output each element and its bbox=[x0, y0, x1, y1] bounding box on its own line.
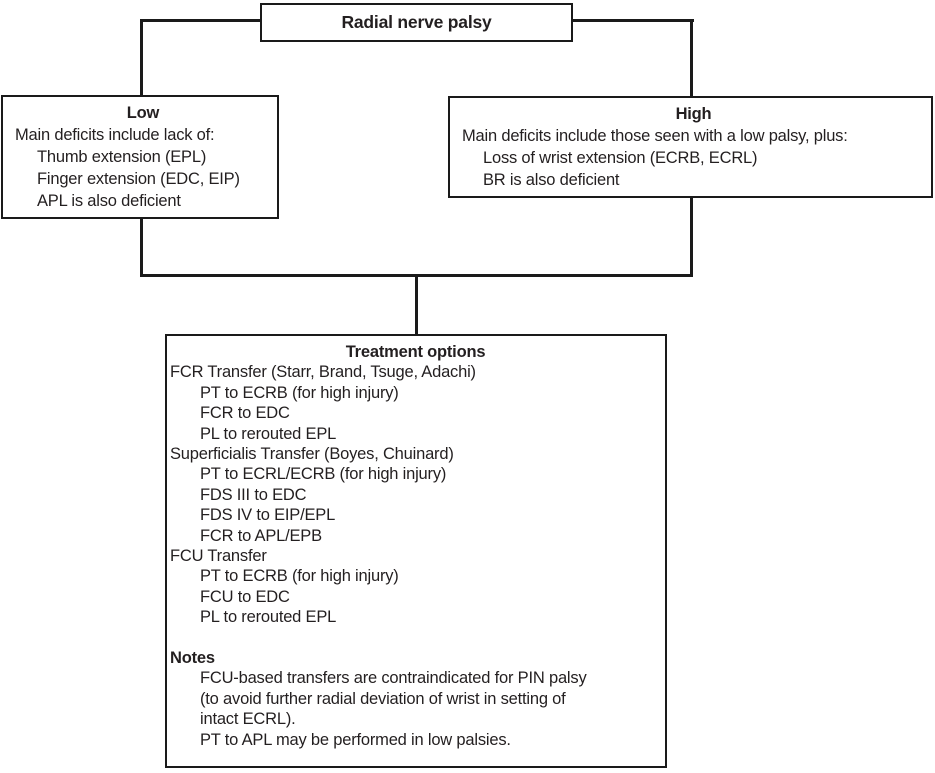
treatment-line: FCR Transfer (Starr, Brand, Tsuge, Adach… bbox=[170, 363, 476, 382]
high-text-line: Main deficits include those seen with a … bbox=[462, 127, 848, 145]
node-radial-nerve-palsy: Radial nerve palsy bbox=[260, 3, 573, 42]
treatment-line: FCR to EDC bbox=[200, 404, 290, 423]
low-text-line: APL is also deficient bbox=[37, 192, 181, 210]
connector-low-to-merge bbox=[140, 219, 143, 277]
connector-top-right-horizontal bbox=[571, 19, 694, 22]
treatment-line: FDS IV to EIP/EPL bbox=[200, 506, 336, 525]
root-title: Radial nerve palsy bbox=[341, 12, 492, 32]
high-text-line: BR is also deficient bbox=[483, 171, 620, 189]
notes-line: intact ECRL). bbox=[200, 710, 296, 729]
treatment-line: FDS III to EDC bbox=[200, 485, 307, 504]
treatment-line: PT to ECRB (for high injury) bbox=[200, 567, 399, 586]
notes-title: Notes bbox=[170, 649, 215, 668]
connector-root-to-low bbox=[140, 19, 143, 97]
high-title: High bbox=[675, 105, 712, 123]
low-text-line: Thumb extension (EPL) bbox=[37, 148, 207, 166]
connector-top-left-horizontal bbox=[140, 19, 262, 22]
node-low-palsy: Low Main deficits include lack of: Thumb… bbox=[1, 95, 279, 219]
treatment-title: Treatment options bbox=[345, 343, 486, 361]
connector-high-to-merge bbox=[690, 198, 693, 277]
node-high-palsy: High Main deficits include those seen wi… bbox=[448, 96, 933, 198]
notes-line: PT to APL may be performed in low palsie… bbox=[200, 730, 511, 749]
high-text-line: Loss of wrist extension (ECRB, ECRL) bbox=[483, 149, 758, 167]
connector-merge-to-treatment bbox=[415, 274, 418, 336]
low-title: Low bbox=[126, 104, 160, 122]
treatment-line: PL to rerouted EPL bbox=[200, 424, 337, 443]
node-treatment-options: Treatment options FCR Transfer (Starr, B… bbox=[165, 334, 667, 768]
treatment-line: PT to ECRB (for high injury) bbox=[200, 383, 399, 402]
treatment-line: FCU Transfer bbox=[170, 547, 267, 566]
treatment-line: PT to ECRL/ECRB (for high injury) bbox=[200, 465, 447, 484]
low-text-line: Main deficits include lack of: bbox=[15, 126, 215, 144]
notes-line: (to avoid further radial deviation of wr… bbox=[200, 689, 566, 708]
treatment-line: FCU to EDC bbox=[200, 587, 290, 606]
treatment-line: PL to rerouted EPL bbox=[200, 608, 337, 627]
low-text-line: Finger extension (EDC, EIP) bbox=[37, 170, 240, 188]
notes-line: FCU-based transfers are contraindicated … bbox=[200, 669, 587, 688]
connector-root-to-high bbox=[690, 19, 693, 98]
treatment-line: FCR to APL/EPB bbox=[200, 526, 322, 545]
blank-line bbox=[170, 628, 661, 648]
treatment-line: Superficialis Transfer (Boyes, Chuinard) bbox=[170, 445, 454, 464]
